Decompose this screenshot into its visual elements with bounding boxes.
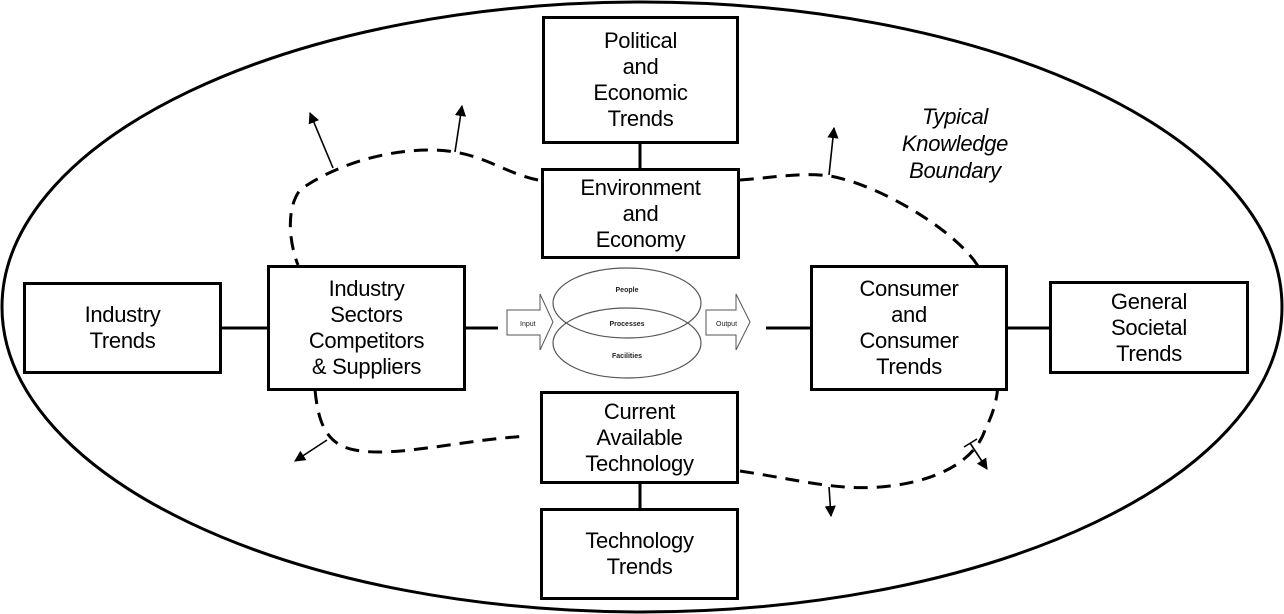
consumer-trends-label: Consumer and Consumer Trends <box>859 276 959 379</box>
general-societal-trends-box: General Societal Trends <box>1049 281 1249 374</box>
technology-trends-box: Technology Trends <box>540 508 739 600</box>
consumer-trends-box: Consumer and Consumer Trends <box>810 265 1008 391</box>
current-available-technology-box: Current Available Technology <box>540 391 739 484</box>
boundary-arrow-bottom-left <box>294 439 328 462</box>
people-label: People <box>616 287 639 294</box>
boundary-arrow-top-left-1 <box>308 111 334 169</box>
output-label: Output <box>716 321 737 328</box>
boundary-arrow-bottom-right <box>969 442 988 470</box>
environment-economy-box: Environment and Economy <box>541 168 740 259</box>
industry-sectors-box: Industry Sectors Competitors & Suppliers <box>267 265 466 391</box>
technology-trends-label: Technology Trends <box>585 528 694 579</box>
input-arrow <box>506 293 554 351</box>
facilities-ellipse <box>552 307 702 379</box>
political-economic-trends-label: Political and Economic Trends <box>593 28 688 131</box>
industry-sectors-label: Industry Sectors Competitors & Suppliers <box>308 276 425 379</box>
boundary-arrow-bottom-right-tick <box>963 438 978 448</box>
boundary-arrow-top-left-2 <box>454 104 467 153</box>
processes-label: Processes <box>609 321 644 328</box>
general-societal-trends-label: General Societal Trends <box>1110 288 1188 366</box>
facilities-label: Facilities <box>612 353 642 360</box>
input-label: Input <box>520 321 536 328</box>
current-available-technology-label: Current Available Technology <box>585 398 694 476</box>
knowledge-boundary-label: Typical Knowledge Boundary <box>901 104 1009 183</box>
boundary-arrow-top-right <box>827 126 839 176</box>
industry-trends-label: Industry Trends <box>84 302 161 353</box>
industry-trends-box: Industry Trends <box>23 282 222 374</box>
political-economic-trends-box: Political and Economic Trends <box>542 16 739 144</box>
output-arrow <box>705 293 751 351</box>
environment-economy-label: Environment and Economy <box>580 174 701 252</box>
process-group: Input Output People Processes Facilities <box>506 267 751 379</box>
people-ellipse <box>552 267 702 339</box>
boundary-arrow-bottom-mid <box>824 486 836 518</box>
